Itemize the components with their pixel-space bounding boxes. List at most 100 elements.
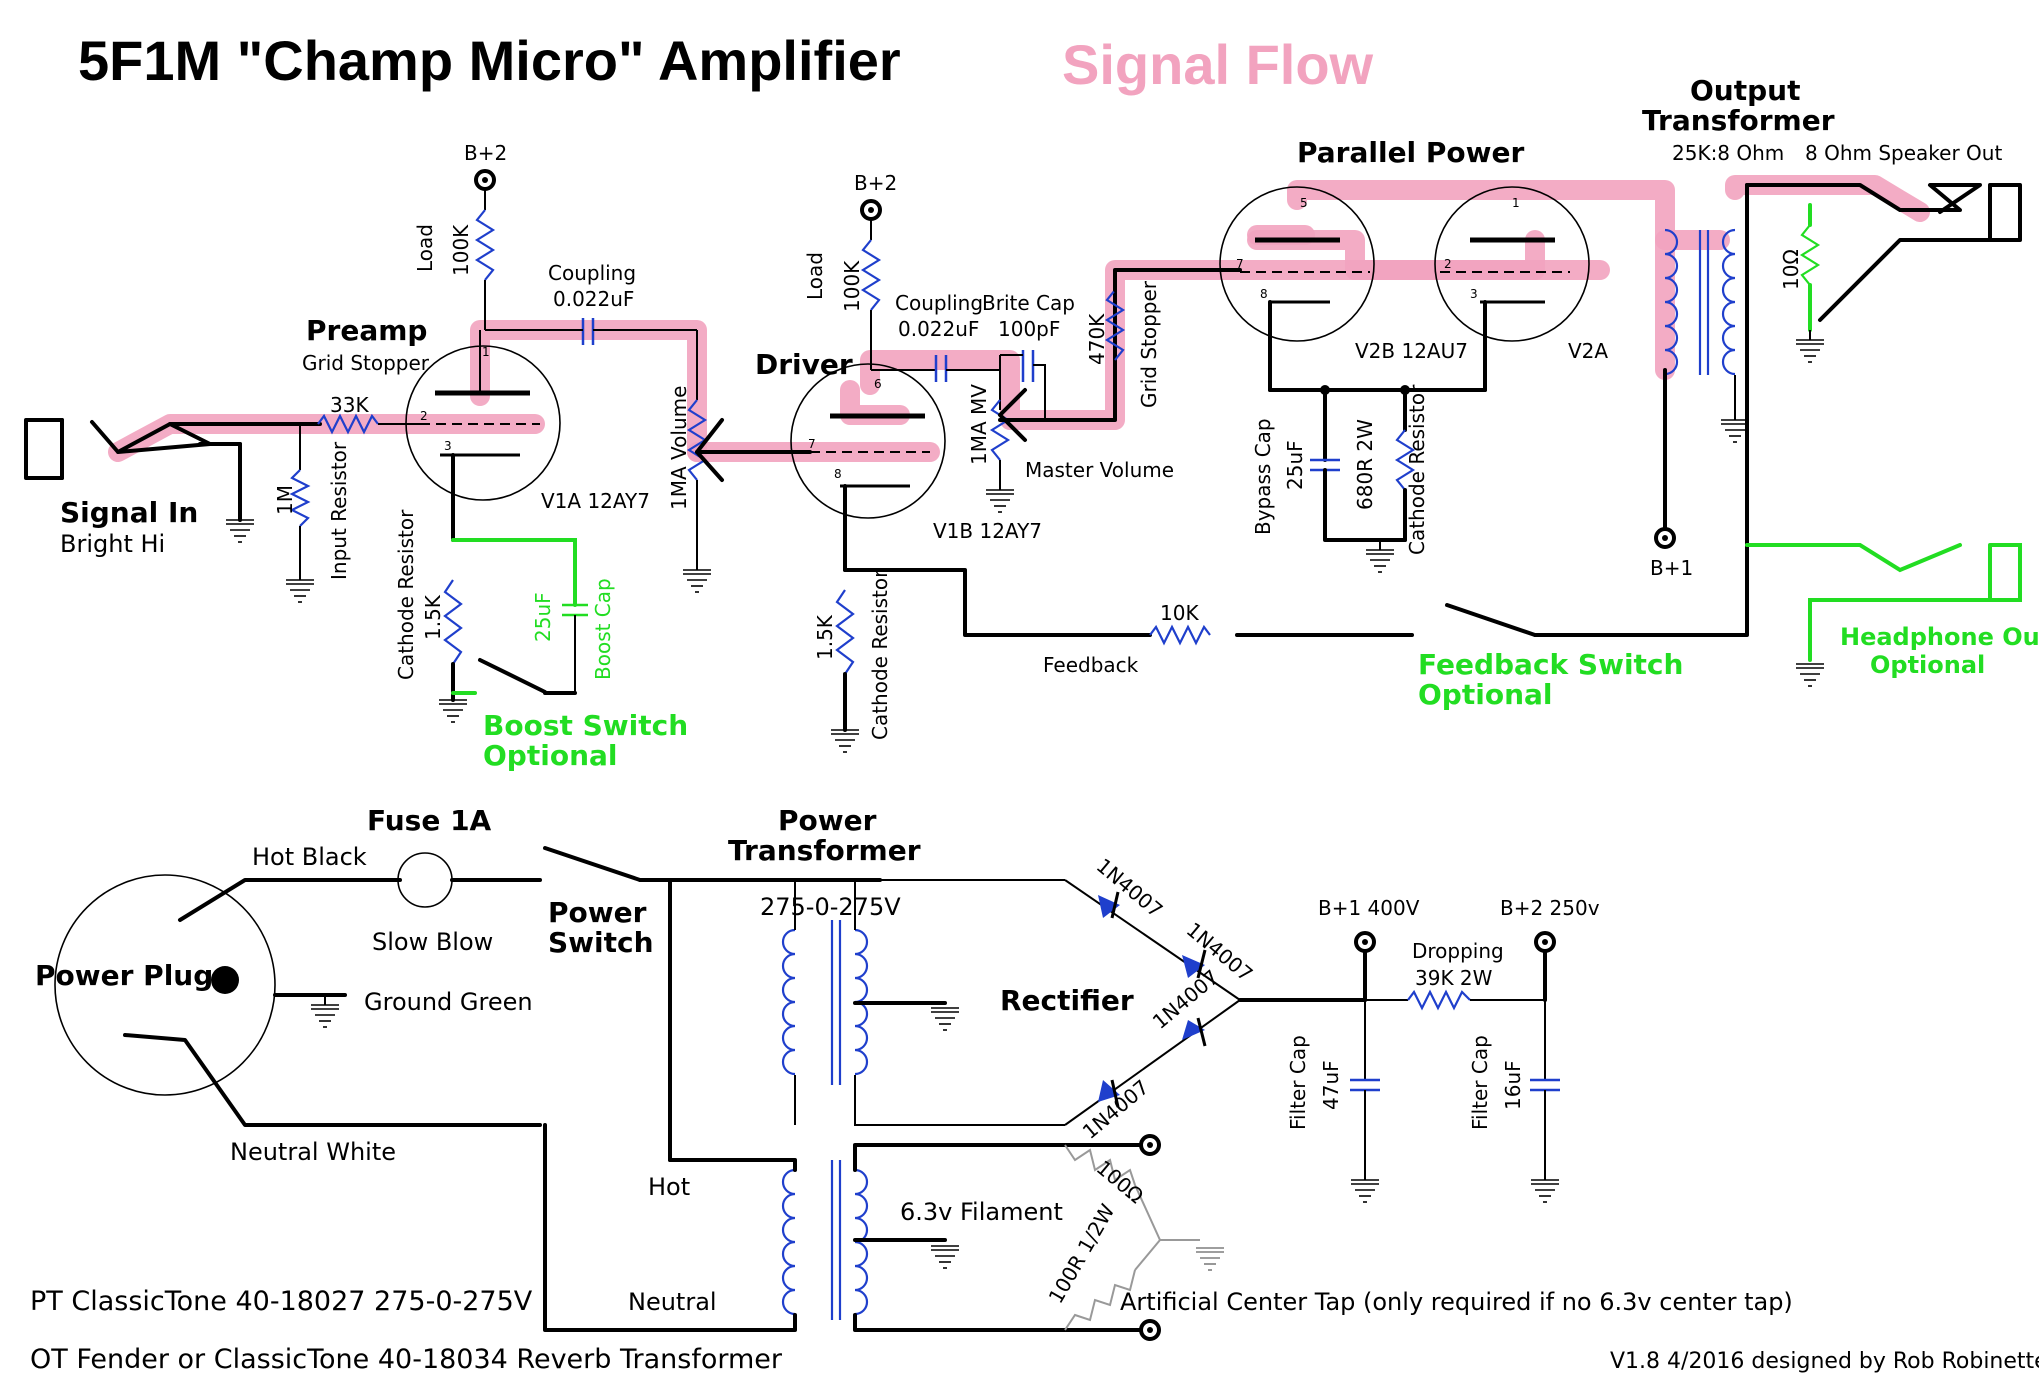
- load-b-label: Load: [803, 252, 827, 300]
- power-switch-label-1: Power: [548, 896, 647, 929]
- v1b-tube: [790, 363, 946, 572]
- hot-black-label: Hot Black: [252, 843, 367, 871]
- dropping-value: 39K 2W: [1415, 966, 1493, 990]
- boost-cap-label: Boost Cap: [591, 578, 615, 680]
- filter-cap-b-value: 16uF: [1501, 1060, 1525, 1110]
- signal-in-label: Signal In: [60, 496, 198, 529]
- load-a-label: Load: [413, 224, 437, 272]
- master-volume-label: Master Volume: [1025, 458, 1174, 482]
- coupling-b-value: 0.022uF: [898, 317, 979, 341]
- power-switch-label-2: Switch: [548, 926, 654, 959]
- brite-cap-label: Brite Cap: [982, 291, 1075, 315]
- diode-4-label: 1N4007: [1078, 1075, 1154, 1144]
- speaker-out-label: 8 Ohm Speaker Out: [1805, 141, 2002, 165]
- preamp-label: Preamp: [306, 314, 427, 347]
- r33k-label: 33K: [330, 393, 369, 417]
- pt-ratio-label: 275-0-275V: [760, 893, 901, 921]
- r10k-label: 10K: [1160, 601, 1199, 625]
- cathode-r-value: 680R 2W: [1353, 419, 1377, 510]
- b1-label: B+1: [1650, 556, 1693, 580]
- input-resistor-label: Input Resistor: [327, 441, 351, 580]
- driver-label: Driver: [755, 348, 853, 381]
- feedback-label: Feedback: [1043, 653, 1139, 677]
- power-plug-label: Power Plug: [35, 959, 213, 992]
- v1a-label: V1A 12AY7: [541, 489, 650, 513]
- brite-cap-value: 100pF: [998, 317, 1060, 341]
- diagram-subtitle: Signal Flow: [1062, 33, 1374, 96]
- bypass-cap-value: 25uF: [1283, 440, 1307, 490]
- master-mv-label: 1MA MV: [967, 384, 991, 465]
- pin-3d: 3: [1470, 287, 1478, 301]
- load-a-value: 100K: [449, 224, 473, 276]
- ground-green-label: Ground Green: [364, 988, 533, 1016]
- pin-8c: 8: [1260, 287, 1268, 301]
- r1m-label: 1M: [273, 485, 297, 515]
- ot-label-1: Output: [1690, 74, 1800, 107]
- pin-8b: 8: [834, 467, 842, 481]
- pin-1d: 1: [1512, 196, 1520, 210]
- output-transformer: [1664, 228, 1736, 376]
- b1-400-label: B+1 400V: [1318, 896, 1420, 920]
- feedback-optional-label: Optional: [1418, 678, 1553, 711]
- credit-label: V1.8 4/2016 designed by Rob Robinette: [1610, 1349, 2039, 1374]
- grid-stopper-label: Grid Stopper: [302, 351, 430, 375]
- b2-label-a: B+2: [464, 141, 507, 165]
- diode-3-label: 1N4007: [1148, 965, 1224, 1034]
- v2b-label: V2B 12AU7: [1355, 339, 1468, 363]
- v2a-tube: [1434, 186, 1590, 392]
- coupling-b-label: Coupling: [895, 291, 983, 315]
- cathode-resistor-c-label: Cathode Resistor: [1405, 384, 1429, 555]
- grid-stopper-b-value: 470K: [1085, 313, 1109, 365]
- r100ohm-label: 100Ω: [1092, 1155, 1148, 1208]
- diode-2-label: 1N4007: [1182, 917, 1258, 986]
- boost-cap-value: 25uF: [531, 592, 555, 642]
- ot-ratio-label: 25K:8 Ohm: [1672, 141, 1784, 165]
- r10ohm-label: 10Ω: [1779, 249, 1803, 290]
- power-transformer-label-1: Power: [778, 804, 877, 837]
- ot-model-label: OT Fender or ClassicTone 40-18034 Reverb…: [30, 1344, 783, 1375]
- filter-cap-a-value: 47uF: [1319, 1060, 1343, 1110]
- hot-label: Hot: [648, 1173, 690, 1201]
- filter-cap-b-label: Filter Cap: [1468, 1035, 1492, 1130]
- pin-5c: 5: [1300, 196, 1308, 210]
- pin-6b: 6: [874, 377, 882, 391]
- b2-label-b: B+2: [854, 171, 897, 195]
- r1k5-a-label: 1.5K: [421, 594, 445, 640]
- headphone-optional-label: Optional: [1870, 651, 1985, 679]
- headphone-out-label: Headphone Out: [1840, 623, 2039, 651]
- pin-7b: 7: [808, 437, 816, 451]
- power-transformer-label-2: Transformer: [728, 834, 921, 867]
- diagram-title: 5F1M "Champ Micro" Amplifier: [78, 29, 901, 92]
- coupling-a-label: Coupling: [548, 261, 636, 285]
- v1a-tube: [405, 330, 561, 542]
- cathode-resistor-a-label: Cathode Resistor: [394, 509, 418, 680]
- cathode-resistor-b-label: Cathode Resistor: [868, 569, 892, 740]
- load-b-value: 100K: [840, 260, 864, 312]
- slow-blow-label: Slow Blow: [372, 928, 493, 956]
- dropping-label: Dropping: [1412, 939, 1504, 963]
- feedback-switch-label: Feedback Switch: [1418, 648, 1683, 681]
- rectifier-label: Rectifier: [1000, 984, 1134, 1017]
- bypass-cap-label: Bypass Cap: [1251, 418, 1275, 535]
- filter-cap-a-label: Filter Cap: [1286, 1035, 1310, 1130]
- signal-in-jack: [24, 418, 322, 543]
- v2a-label: V2A: [1568, 339, 1608, 363]
- v2b-tube: [1219, 186, 1375, 392]
- filament-label: 6.3v Filament: [900, 1198, 1063, 1226]
- r1k5-b-label: 1.5K: [813, 614, 837, 660]
- coupling-a-value: 0.022uF: [553, 287, 634, 311]
- bright-hi-label: Bright Hi: [60, 530, 165, 558]
- boost-switch-label: Boost Switch: [483, 709, 688, 742]
- v1b-label: V1B 12AY7: [933, 519, 1042, 543]
- neutral-white-label: Neutral White: [230, 1138, 396, 1166]
- pin-1a: 1: [482, 345, 490, 359]
- grid-stopper-b-label: Grid Stopper: [1137, 280, 1161, 408]
- pin-3a: 3: [444, 439, 452, 453]
- neutral-label: Neutral: [628, 1288, 717, 1316]
- center-tap-label: Artificial Center Tap (only required if …: [1120, 1288, 1793, 1316]
- b2-250-label: B+2 250v: [1500, 896, 1600, 920]
- pin-2a: 2: [420, 409, 428, 423]
- pt-model-label: PT ClassicTone 40-18027 275-0-275V: [30, 1286, 533, 1317]
- fuse-label: Fuse 1A: [367, 804, 492, 837]
